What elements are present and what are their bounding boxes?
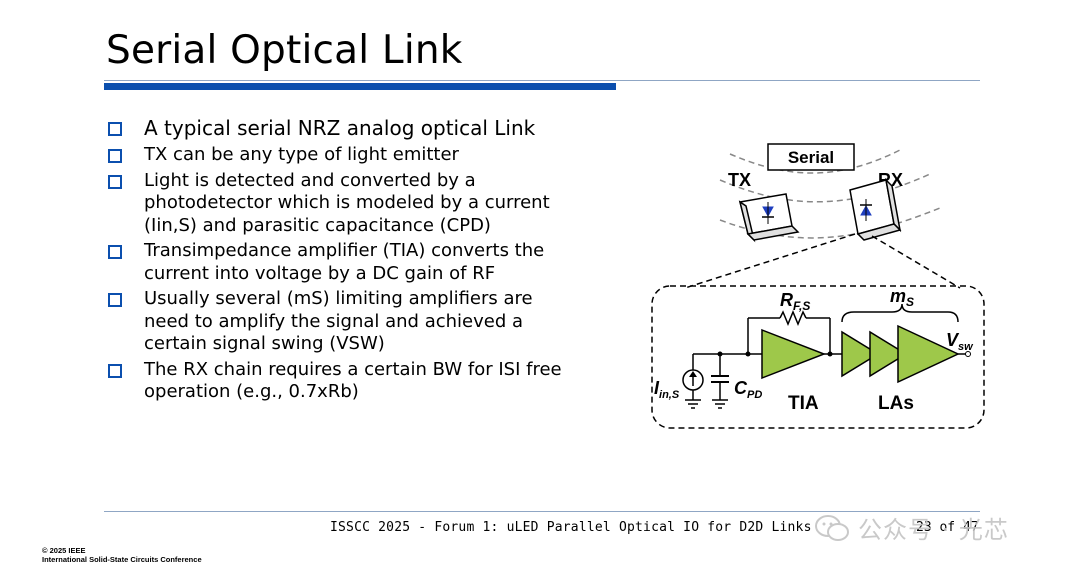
bullet-item: The RX chain requires a certain BW for I… (108, 359, 578, 404)
bullet-list: A typical serial NRZ analog optical Link… (108, 116, 578, 407)
optical-link-diagram: Serial TX RX (651, 143, 985, 429)
tia-label: TIA (788, 393, 819, 414)
zoom-line-left (684, 233, 856, 289)
watermark: 公众号 · 光芯 (814, 510, 1009, 545)
page-number: 23 of 47 (916, 520, 979, 535)
ms-label: mS (890, 286, 914, 309)
link-path-mid (719, 173, 931, 203)
output-node (965, 351, 971, 357)
title-rule-accent (104, 83, 616, 90)
bullet-item: Usually several (mS) limiting amplifiers… (108, 288, 578, 356)
limiting-amplifier-icon (897, 324, 960, 384)
iin-label: Iin,S (654, 378, 680, 401)
square-bullet-icon (108, 293, 122, 307)
vsw-label: Vsw (946, 330, 974, 353)
wechat-icon (815, 514, 849, 541)
limiting-amplifier-icon (841, 330, 880, 378)
title-rule-thin (104, 80, 980, 81)
feedback-resistor-icon (779, 310, 807, 326)
square-bullet-icon (108, 122, 122, 136)
cpd-label: CPD (734, 378, 762, 401)
tx-diode-icon (762, 202, 774, 224)
footer-text: ISSCC 2025 - Forum 1: uLED Parallel Opti… (330, 520, 812, 535)
receiver-detail-frame (651, 285, 985, 429)
rf-label: RF,S (780, 290, 810, 313)
bullet-item: TX can be any type of light emitter (108, 144, 578, 167)
slide-title: Serial Optical Link (106, 28, 463, 73)
ms-brace (841, 303, 959, 323)
copyright: © 2025 IEEE International Solid-State Ci… (42, 546, 202, 564)
rx-photodiode-icon (860, 199, 872, 221)
tx-block (738, 193, 800, 243)
square-bullet-icon (108, 245, 122, 259)
tx-label: TX (728, 170, 751, 190)
link-path-top (729, 149, 901, 174)
bullet-item: Light is detected and converted by a pho… (108, 170, 578, 238)
current-source-icon (682, 354, 704, 409)
watermark-text: 公众号 · 光芯 (858, 516, 1009, 544)
capacitor-icon (711, 354, 729, 409)
zoom-line-right (871, 235, 961, 289)
serial-label-box (767, 143, 855, 171)
las-label: LAs (878, 393, 914, 414)
rx-block (849, 177, 902, 241)
limiting-amplifier-icon (869, 330, 908, 378)
square-bullet-icon (108, 149, 122, 163)
bullet-item: Transimpedance amplifier (TIA) converts … (108, 240, 578, 285)
serial-label: Serial (788, 148, 834, 167)
square-bullet-icon (108, 174, 122, 189)
square-bullet-icon (108, 363, 122, 378)
tia-amplifier-icon (761, 328, 827, 380)
bullet-item: A typical serial NRZ analog optical Link (108, 116, 578, 140)
footer-rule (104, 511, 980, 512)
